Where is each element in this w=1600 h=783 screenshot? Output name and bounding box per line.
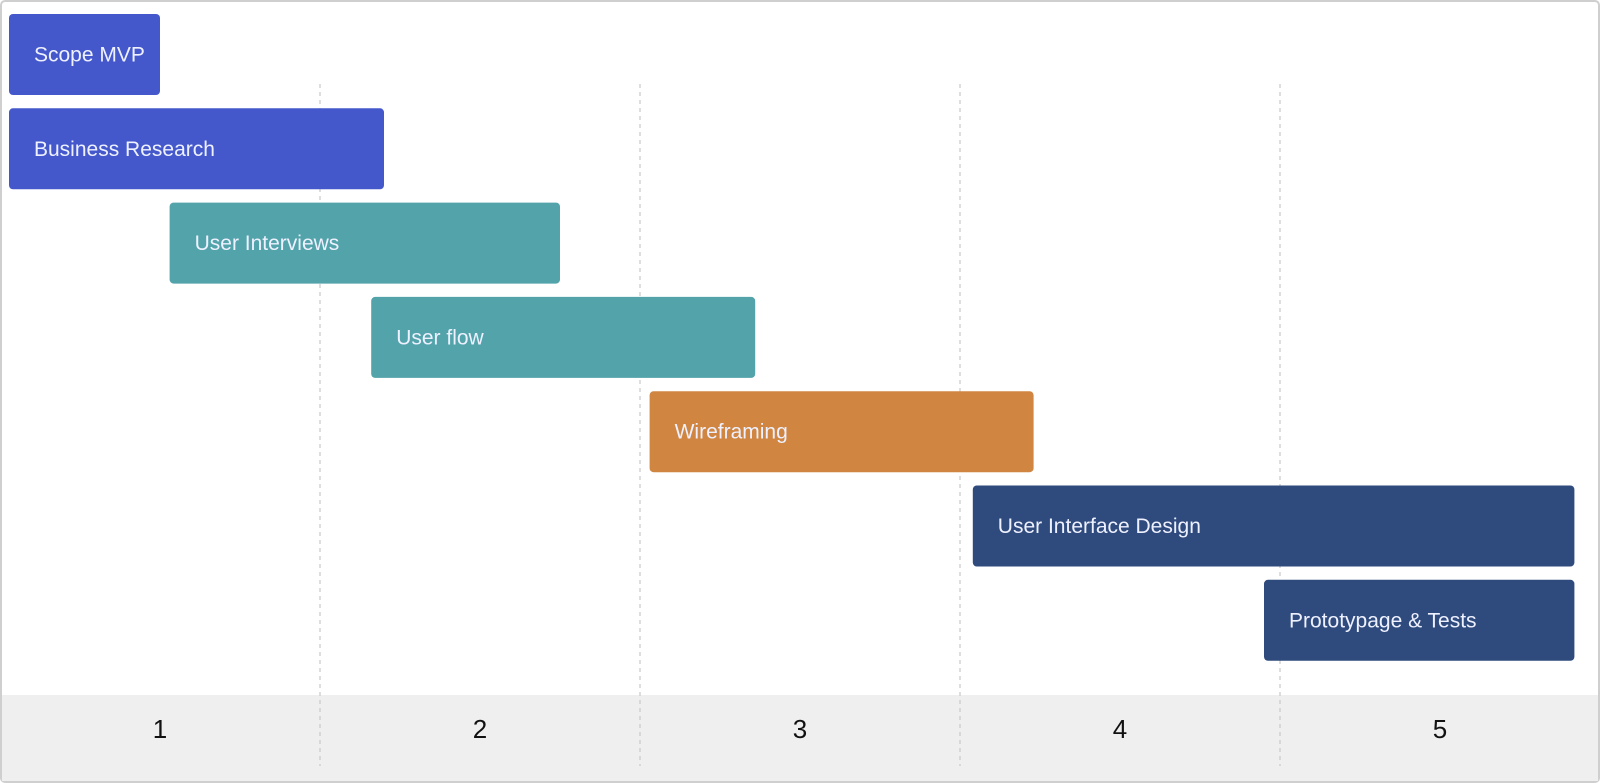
task-bar[interactable] <box>169 202 560 284</box>
x-tick-label: 4 <box>1113 714 1127 744</box>
task-bar[interactable] <box>972 485 1575 567</box>
task-label: User Interface Design <box>998 515 1201 538</box>
task-bar[interactable] <box>9 14 160 95</box>
task-bar-group: User Interviews <box>169 202 560 284</box>
x-axis-band <box>2 695 1598 781</box>
x-tick-label: 5 <box>1433 714 1447 744</box>
task-label: Scope MVP <box>34 44 145 67</box>
x-tick-label: 3 <box>793 714 807 744</box>
task-bar-group: Wireframing <box>649 391 1034 473</box>
task-bar-group: Business Research <box>9 108 384 190</box>
task-label: Wireframing <box>675 421 788 444</box>
x-axis-ticks: 1 2 3 4 5 <box>153 714 1447 744</box>
x-tick-label: 1 <box>153 714 167 744</box>
task-bar-group: User flow <box>371 296 756 378</box>
task-label: Prototypage & Tests <box>1289 609 1477 632</box>
task-bar[interactable] <box>9 108 384 190</box>
task-bar-group: Scope MVP <box>9 14 160 95</box>
task-bar-group: User Interface Design <box>972 485 1575 567</box>
task-label: User Interviews <box>195 232 340 255</box>
task-label: User flow <box>396 326 484 349</box>
task-bar[interactable] <box>1264 579 1575 661</box>
x-tick-label: 2 <box>473 714 487 744</box>
task-bar[interactable] <box>649 391 1034 473</box>
task-bar[interactable] <box>371 296 756 378</box>
task-bar-group: Prototypage & Tests <box>1264 579 1575 661</box>
task-label: Business Research <box>34 138 215 161</box>
